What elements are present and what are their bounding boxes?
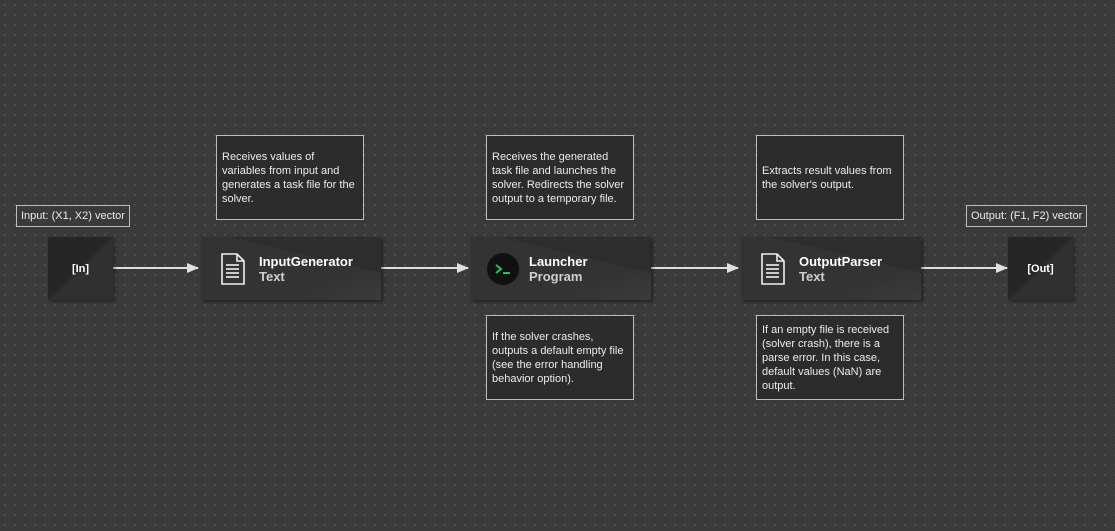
note-input-generator-text: Receives values of variables from input … — [222, 150, 355, 205]
note-launcher-description-text: Receives the generated task file and lau… — [492, 150, 625, 205]
out-port[interactable]: [Out] — [1008, 237, 1073, 300]
text-file-icon — [217, 252, 249, 285]
block-input-generator-type: Text — [259, 268, 285, 284]
block-output-parser-type: Text — [799, 268, 825, 284]
note-output-parser-description[interactable]: Extracts result values from the solver's… — [756, 135, 904, 220]
out-port-label: [Out] — [1027, 262, 1054, 275]
block-output-parser-name: OutputParser — [799, 253, 883, 269]
note-launcher-error[interactable]: If the solver crashes, outputs a default… — [486, 315, 634, 400]
output-label-text: Output: (F1, F2) vector — [971, 210, 1083, 222]
note-launcher-description[interactable]: Receives the generated task file and lau… — [486, 135, 634, 220]
text-file-icon — [757, 252, 789, 285]
block-launcher[interactable]: Launcher Program — [471, 237, 651, 300]
block-launcher-name: Launcher — [529, 253, 588, 269]
in-port-label: [In] — [71, 262, 90, 275]
block-launcher-type: Program — [529, 268, 583, 284]
terminal-icon — [487, 252, 519, 285]
input-label-text: Input: (X1, X2) vector — [21, 210, 125, 222]
note-output-parser-error[interactable]: If an empty file is received (solver cra… — [756, 315, 904, 400]
block-output-parser[interactable]: OutputParser Text — [741, 237, 921, 300]
note-output-parser-error-text: If an empty file is received (solver cra… — [762, 323, 890, 392]
note-output-parser-description-text: Extracts result values from the solver's… — [762, 164, 892, 191]
in-port[interactable]: [In] — [48, 237, 113, 300]
input-label[interactable]: Input: (X1, X2) vector — [16, 205, 130, 227]
output-label[interactable]: Output: (F1, F2) vector — [966, 205, 1088, 227]
note-input-generator[interactable]: Receives values of variables from input … — [216, 135, 364, 220]
block-input-generator[interactable]: InputGenerator Text — [201, 237, 381, 300]
block-input-generator-name: InputGenerator — [259, 253, 353, 269]
note-launcher-error-text: If the solver crashes, outputs a default… — [492, 330, 624, 385]
